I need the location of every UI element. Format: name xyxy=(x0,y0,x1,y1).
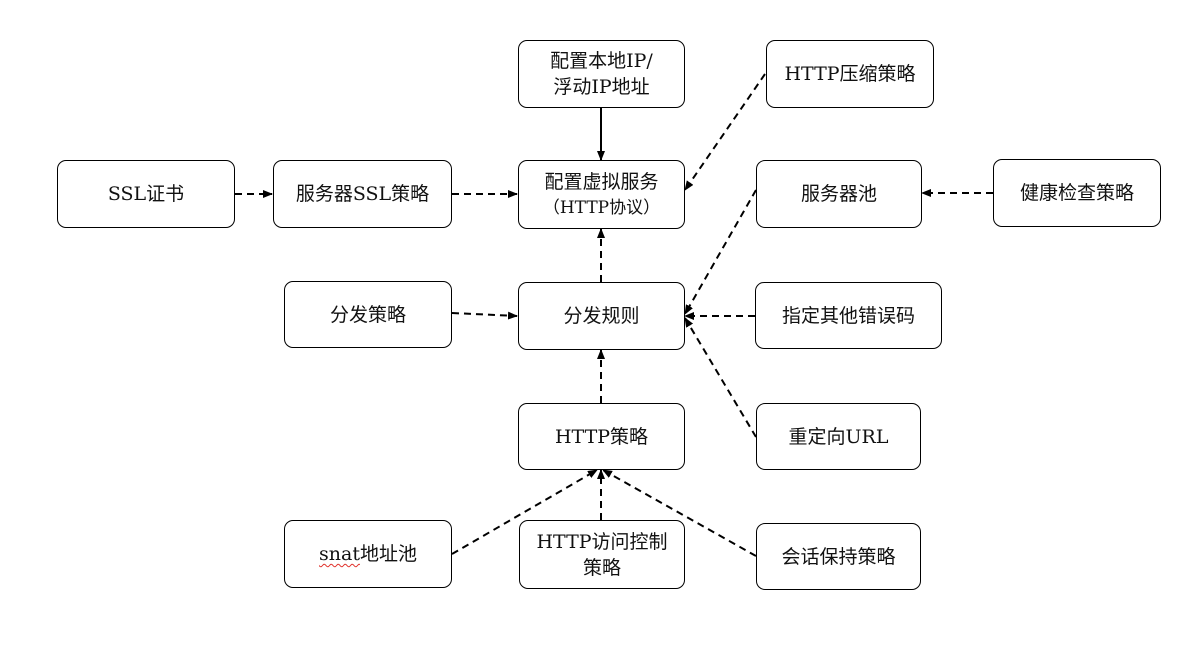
node-snat-pool: snat地址池 xyxy=(284,520,452,588)
node-http-acl-line2: 策略 xyxy=(582,556,621,579)
node-dispatch-rule-label: 分发规则 xyxy=(563,305,640,327)
node-vserver-line1: 配置虚拟服务 xyxy=(544,170,659,193)
node-local-ip: 配置本地IP/ 浮动IP地址 xyxy=(518,40,685,108)
node-http-compress-label: HTTP压缩策略 xyxy=(784,63,916,85)
node-http-compress: HTTP压缩策略 xyxy=(766,40,934,108)
node-http-policy: HTTP策略 xyxy=(518,403,685,470)
node-dispatch-policy: 分发策略 xyxy=(284,281,452,348)
edge-dispatch-policy-to-rule xyxy=(451,311,518,320)
node-vserver: 配置虚拟服务 （HTTP协议） xyxy=(518,160,685,229)
node-server-pool-label: 服务器池 xyxy=(800,183,877,205)
node-server-pool: 服务器池 xyxy=(756,160,922,228)
node-server-ssl-label: 服务器SSL策略 xyxy=(295,183,430,205)
node-local-ip-line1: 配置本地IP/ xyxy=(550,50,653,72)
node-redirect-url-label: 重定向URL xyxy=(788,425,889,448)
edge-server-pool-to-rule xyxy=(684,189,757,315)
edge-redirect-to-rule xyxy=(684,317,757,438)
node-health-check-label: 健康检查策略 xyxy=(1019,182,1134,204)
node-error-code: 指定其他错误码 xyxy=(755,282,942,349)
node-error-code-label: 指定其他错误码 xyxy=(781,304,915,327)
node-session-persist-label: 会话保持策略 xyxy=(781,545,896,568)
node-server-ssl: 服务器SSL策略 xyxy=(273,160,452,228)
node-dispatch-rule: 分发规则 xyxy=(518,282,685,350)
node-snat-pool-rest: 地址池 xyxy=(359,543,417,565)
edge-session-to-http-policy xyxy=(602,469,757,557)
node-snat-pool-prefix: snat xyxy=(319,543,360,565)
node-ssl-cert-label: SSL证书 xyxy=(107,183,185,205)
edge-snat-to-http-policy xyxy=(451,469,598,555)
node-http-acl: HTTP访问控制 策略 xyxy=(519,520,685,589)
node-http-acl-line1: HTTP访问控制 xyxy=(536,530,668,553)
node-vserver-line2: （HTTP协议） xyxy=(542,197,661,218)
node-redirect-url: 重定向URL xyxy=(756,403,921,470)
node-ssl-cert: SSL证书 xyxy=(57,160,235,228)
node-dispatch-policy-label: 分发策略 xyxy=(329,303,406,326)
node-health-check: 健康检查策略 xyxy=(993,159,1161,227)
node-local-ip-line2: 浮动IP地址 xyxy=(553,76,650,98)
node-http-policy-label: HTTP策略 xyxy=(554,425,649,448)
node-session-persist: 会话保持策略 xyxy=(756,523,921,590)
node-snat-pool-label: snat地址池 xyxy=(319,541,417,567)
edge-compress-to-vserver xyxy=(684,73,766,191)
